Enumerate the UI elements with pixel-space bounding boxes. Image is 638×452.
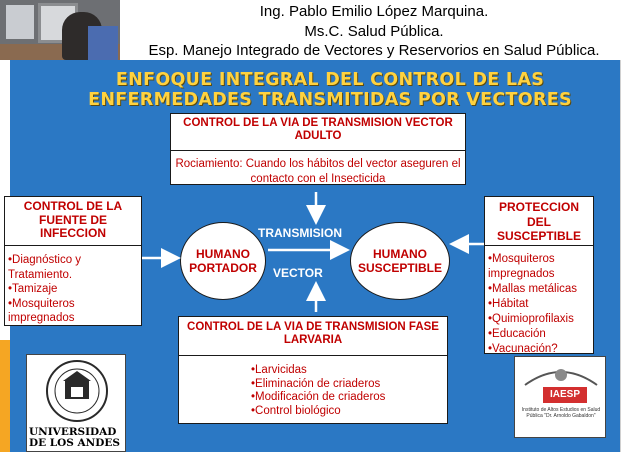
iaesp-logo-subtitle: Instituto de Altos Estudios en Salud Púb… <box>521 407 601 419</box>
list-item: •Mosquiteros impregnados <box>488 253 555 280</box>
list-item: •Mosquiteros impregnados <box>8 297 75 325</box>
divider <box>485 245 593 246</box>
list-item: •Tamizaje <box>8 283 58 295</box>
box-proteccion-list: •Mosquiteros impregnados •Mallas metálic… <box>485 246 593 357</box>
header-banner: Ing. Pablo Emilio López Marquina. Ms.C. … <box>0 0 638 68</box>
box-fuente-infeccion: CONTROL DE LA FUENTE DE INFECCION •Diagn… <box>4 196 142 326</box>
humano-portador-node: HUMANO PORTADOR <box>180 222 266 300</box>
list-item: •Vacunación? <box>488 343 558 355</box>
slide-edge <box>620 60 638 452</box>
transmision-label: TRANSMISION <box>258 226 342 240</box>
presenter-photo <box>0 0 120 60</box>
box-fase-larvaria: CONTROL DE LA VIA DE TRANSMISION FASE LA… <box>178 316 448 424</box>
list-item: •Eliminación de criaderos <box>251 377 381 390</box>
box-vector-adulto-body: Rociamiento: Cuando los hábitos del vect… <box>175 158 461 185</box>
box-fuente-infeccion-list: •Diagnóstico y Tratamiento. •Tamizaje •M… <box>5 246 141 326</box>
iaesp-logo: IAESP Instituto de Altos Estudios en Sal… <box>514 356 606 438</box>
list-item: •Educación <box>488 328 546 340</box>
iaesp-emblem-icon <box>524 369 598 386</box>
humano-portador-label: HUMANO PORTADOR <box>189 247 257 275</box>
box-vector-adulto: CONTROL DE LA VIA DE TRANSMISION VECTOR … <box>170 113 466 185</box>
box-fase-larvaria-list: •Larvicidas •Eliminación de criaderos •M… <box>179 356 447 418</box>
box-fuente-infeccion-title: CONTROL DE LA FUENTE DE INFECCION <box>23 199 123 240</box>
list-item: •Mallas metálicas <box>488 283 578 295</box>
slide-title-line1: ENFOQUE INTEGRAL DEL CONTROL DE LAS <box>115 70 545 90</box>
author-specialty: Esp. Manejo Integrado de Vectores y Rese… <box>148 42 600 59</box>
slide-title-line2: ENFERMEDADES TRANSMITIDAS POR VECTORES <box>88 90 572 110</box>
humano-susceptible-node: HUMANO SUSCEPTIBLE <box>350 222 450 300</box>
list-item: •Quimioprofilaxis <box>488 313 574 325</box>
list-item: •Modificación de criaderos <box>251 391 386 403</box>
divider <box>179 355 447 356</box>
ula-logo: UNIVERSIDAD DE LOS ANDES <box>26 354 126 452</box>
divider <box>171 150 465 151</box>
author-credits: Ing. Pablo Emilio López Marquina. Ms.C. … <box>110 2 638 61</box>
box-fase-larvaria-title: CONTROL DE LA VIA DE TRANSMISION FASE LA… <box>187 321 439 346</box>
ula-logo-text: UNIVERSIDAD DE LOS ANDES <box>29 426 120 449</box>
list-item: •Diagnóstico y Tratamiento. <box>8 254 82 281</box>
author-degree: Ms.C. Salud Pública. <box>304 22 444 40</box>
divider <box>5 245 141 246</box>
list-item: •Larvicidas <box>251 364 307 376</box>
vector-label: VECTOR <box>273 266 323 280</box>
accent-strip <box>0 340 10 452</box>
list-item: •Hábitat <box>488 298 529 310</box>
iaesp-logo-name: IAESP <box>543 387 587 403</box>
humano-susceptible-label: HUMANO SUSCEPTIBLE <box>357 247 442 275</box>
box-proteccion-susceptible: PROTECCION DEL SUSCEPTIBLE •Mosquiteros … <box>484 196 594 357</box>
box-proteccion-title: PROTECCION DEL SUSCEPTIBLE <box>496 200 581 243</box>
box-vector-adulto-title: CONTROL DE LA VIA DE TRANSMISION VECTOR … <box>183 117 453 142</box>
author-name: Ing. Pablo Emilio López Marquina. <box>259 3 489 20</box>
ula-seal-icon <box>46 360 108 422</box>
list-item: •Control biológico <box>251 404 341 417</box>
slide-title: ENFOQUE INTEGRAL DEL CONTROL DE LAS ENFE… <box>30 70 630 110</box>
